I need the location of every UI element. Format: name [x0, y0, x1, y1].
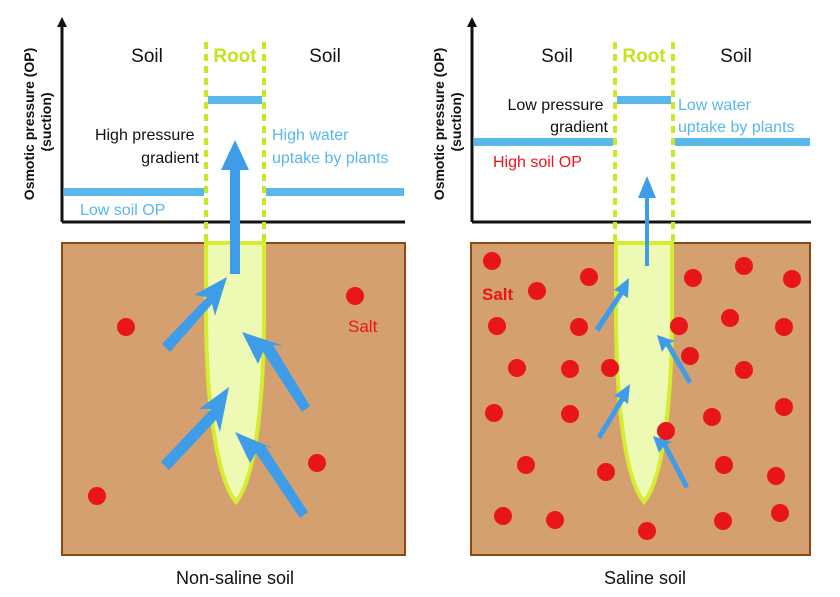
salt-particle [346, 287, 364, 305]
panel-caption: Non-saline soil [176, 568, 294, 588]
salt-particle [117, 318, 135, 336]
water-arrow-icon [653, 436, 689, 489]
water-arrow-icon [162, 277, 227, 352]
salt-particle [561, 405, 579, 423]
salt-particle [715, 456, 733, 474]
gradient-arrow-icon [638, 176, 656, 266]
salt-particle [775, 318, 793, 336]
water-arrow-icon [242, 332, 310, 412]
gradient-label: Low pressure gradient [508, 97, 609, 136]
salt-particle [735, 257, 753, 275]
salt-particle [775, 398, 793, 416]
salt-particle [783, 270, 801, 288]
salt-particle [528, 282, 546, 300]
salt-particle [597, 463, 615, 481]
salt-particle [771, 504, 789, 522]
salt-particle [483, 252, 501, 270]
soil-label-right: Soil [720, 46, 752, 67]
salt-particle [88, 487, 106, 505]
salt-label: Salt [482, 285, 514, 304]
left-panel: Osmotic pressure (OP) (suction) Soil Roo… [21, 17, 406, 588]
salt-particle [580, 268, 598, 286]
salt-particle [488, 317, 506, 335]
salt-particle [517, 456, 535, 474]
water-inflow-arrows [595, 278, 692, 489]
salt-particle [721, 309, 739, 327]
y-axis-label: Osmotic pressure (OP) (suction) [21, 44, 54, 200]
soil-op-label: High soil OP [493, 154, 582, 171]
salt-particles [483, 252, 801, 540]
soil-label-left: Soil [541, 46, 573, 67]
salt-particles [88, 287, 364, 505]
right-panel: Osmotic pressure (OP) (suction) Soil Roo… [431, 17, 811, 588]
uptake-label: High water uptake by plants [272, 127, 389, 167]
salt-label: Salt [348, 317, 378, 336]
panel-caption: Saline soil [604, 568, 686, 588]
salt-particle [508, 359, 526, 377]
gradient-label: High pressure gradient [95, 127, 200, 167]
water-arrow-icon [161, 387, 229, 470]
water-arrow-icon [235, 432, 308, 518]
y-axis-label: Osmotic pressure (OP) (suction) [431, 44, 464, 200]
salt-particle [308, 454, 326, 472]
salt-particle [570, 318, 588, 336]
salt-particle [670, 317, 688, 335]
salt-particle [703, 408, 721, 426]
salt-particle [681, 347, 699, 365]
salt-particle [767, 467, 785, 485]
salt-particle [485, 404, 503, 422]
salt-particle [601, 359, 619, 377]
uptake-label: Low water uptake by plants [678, 97, 795, 136]
soil-label-left: Soil [131, 46, 163, 67]
salt-particle [561, 360, 579, 378]
salt-particle [638, 522, 656, 540]
water-arrow-icon [597, 384, 630, 439]
water-arrow-icon [595, 278, 629, 332]
root-tip [204, 241, 266, 506]
root-label: Root [622, 46, 666, 67]
salt-particle [546, 511, 564, 529]
soil-op-label: Low soil OP [80, 202, 165, 219]
gradient-arrow-icon [221, 140, 249, 274]
soil-label-right: Soil [309, 46, 341, 67]
root-label: Root [213, 46, 257, 67]
salt-particle [714, 512, 732, 530]
water-inflow-arrows [161, 277, 310, 518]
salt-particle [657, 422, 675, 440]
water-arrow-icon [657, 335, 692, 384]
salt-particle [684, 269, 702, 287]
root-tip [614, 241, 674, 506]
salt-particle [735, 361, 753, 379]
salt-particle [494, 507, 512, 525]
